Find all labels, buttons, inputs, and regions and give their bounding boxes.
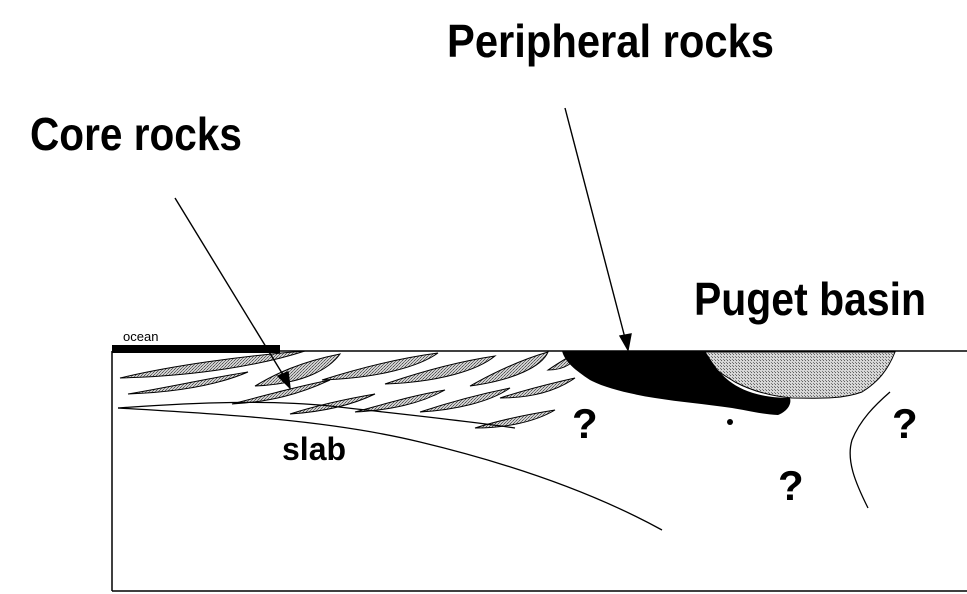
- core-lens: [475, 410, 555, 428]
- question-mark-center: ?: [778, 462, 804, 509]
- question-mark-right: ?: [892, 400, 918, 447]
- peripheral-rocks-arrow: [565, 108, 625, 338]
- question-mark-left: ?: [572, 400, 598, 447]
- ocean-label: ocean: [123, 329, 158, 344]
- core-lens: [500, 378, 575, 398]
- fault-curve: [850, 392, 890, 508]
- ocean-layer: [112, 345, 280, 353]
- puget-basin-label: Puget basin: [694, 273, 926, 325]
- core-lens: [420, 388, 510, 412]
- peripheral-rocks-dot: [727, 419, 733, 425]
- core-rocks-label: Core rocks: [30, 108, 242, 160]
- core-rock-lenses: [120, 351, 578, 428]
- peripheral-rocks-arrowhead: [620, 334, 631, 350]
- core-lens: [470, 352, 548, 386]
- slab-label: slab: [282, 431, 346, 467]
- peripheral-rocks-label: Peripheral rocks: [447, 15, 774, 67]
